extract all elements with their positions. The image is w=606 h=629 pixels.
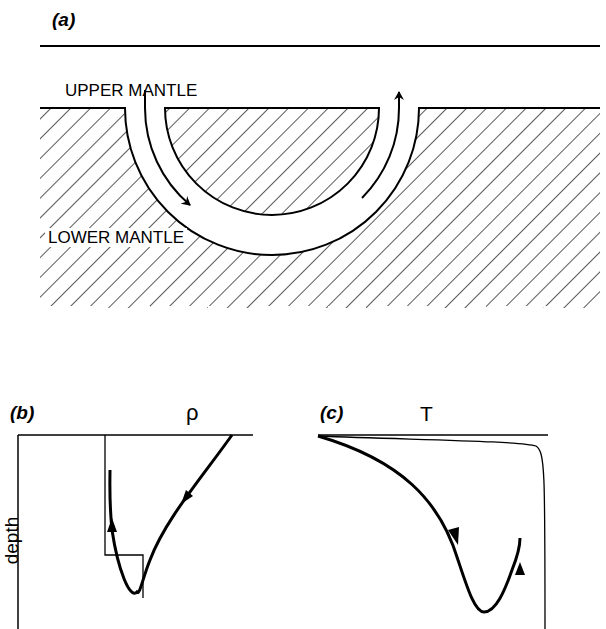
axis-symbol: T xyxy=(420,403,433,424)
flow-arrow xyxy=(362,92,399,198)
panel-letter: (c) xyxy=(320,403,343,422)
axis-label: depth xyxy=(3,516,22,564)
temperature-path xyxy=(318,436,520,612)
surface-line xyxy=(40,45,600,47)
axis-line xyxy=(18,434,253,436)
fade-edge xyxy=(40,306,600,312)
arrow-head xyxy=(107,518,117,532)
axis-symbol: ρ xyxy=(186,402,199,424)
axis-line xyxy=(318,434,548,436)
density-path xyxy=(110,435,232,593)
geotherm xyxy=(318,436,545,629)
arrow-head xyxy=(181,490,193,504)
arrow-head xyxy=(515,562,525,575)
panel-letter: (b) xyxy=(10,403,34,422)
flow-arrow xyxy=(145,90,190,205)
region-label: UPPER MANTLE xyxy=(65,82,197,99)
arrow-head xyxy=(448,527,459,545)
panel-letter: (a) xyxy=(52,10,75,29)
region-label: LOWER MANTLE xyxy=(45,228,187,247)
lower-mantle-hatch xyxy=(40,108,600,308)
